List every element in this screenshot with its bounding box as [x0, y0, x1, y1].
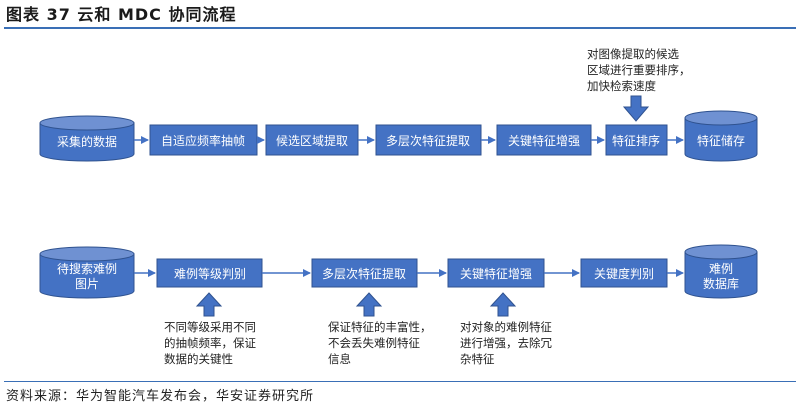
row2-step-2-label: 多层次特征提取	[322, 266, 406, 281]
row2-note-1-line-1: 不同等级采用不同	[164, 320, 256, 334]
row1-step-5-label: 特征排序	[612, 133, 660, 148]
row1-step-3-label: 多层次特征提取	[386, 133, 470, 148]
row1-step-3	[375, 124, 482, 156]
figure-title: 图表 37 云和 MDC 协同流程	[6, 5, 237, 24]
row1-step-4	[496, 124, 592, 156]
row2-note-2-line-3: 信息	[328, 352, 351, 366]
row1-start-label: 采集的数据	[57, 134, 117, 149]
row2-start-db: 待搜索难例 图片	[39, 246, 135, 299]
row1-step-5	[605, 124, 668, 156]
row1-step-2	[265, 124, 359, 156]
source-note: 资料来源：华为智能汽车发布会，华安证券研究所	[6, 389, 315, 404]
row2-end-db: 难例 数据库	[684, 244, 758, 299]
row1-note-line-1: 对图像提取的候选	[587, 47, 679, 61]
row2-step-1-label: 难例等级判别	[174, 267, 246, 281]
row2-note-2-line-1: 保证特征的丰富性，	[328, 320, 432, 334]
row2-note-2-line-2: 不会丢失难例特征	[328, 336, 420, 350]
row1-step-1	[149, 124, 258, 156]
row1-start-db: 采集的数据	[39, 115, 135, 162]
title-rule	[4, 27, 796, 29]
row2-note-3-line-2: 进行增强，去除冗	[460, 336, 552, 350]
row2-step-1	[156, 258, 263, 288]
row2-step-2	[311, 258, 418, 288]
row2-start-label-2: 图片	[75, 277, 99, 291]
row2-note-1-line-3: 数据的关键性	[164, 352, 233, 366]
up-block-arrow	[195, 292, 223, 317]
source-rule	[4, 381, 796, 382]
down-block-arrow	[622, 95, 650, 122]
row1-note-line-2: 区域进行重要排序，	[587, 63, 691, 77]
row2-end-label-2: 数据库	[703, 276, 739, 291]
row2-end-label-1: 难例	[709, 262, 733, 276]
up-block-arrow	[489, 292, 517, 317]
row1-end-label: 特征储存	[697, 133, 745, 148]
row2-step-3-label: 关键特征增强	[460, 266, 532, 281]
row1-step-4-label: 关键特征增强	[508, 133, 580, 148]
row2-step-4	[580, 258, 668, 288]
row1-step-1-label: 自适应频率抽帧	[161, 133, 245, 148]
row2-note-1-line-2: 的抽帧频率，保证	[164, 336, 256, 350]
row2-note-3-line-3: 杂特征	[460, 352, 495, 366]
row1-note-line-3: 加快检索速度	[587, 79, 656, 93]
row1-step-2-label: 候选区域提取	[276, 133, 348, 148]
row2-note-3-line-1: 对对象的难例特征	[460, 320, 552, 334]
up-block-arrow	[355, 292, 383, 317]
row2-start-label-1: 待搜索难例	[57, 261, 117, 276]
row1-end-db: 特征储存	[684, 110, 758, 162]
row2-step-4-label: 关键度判别	[594, 266, 654, 281]
